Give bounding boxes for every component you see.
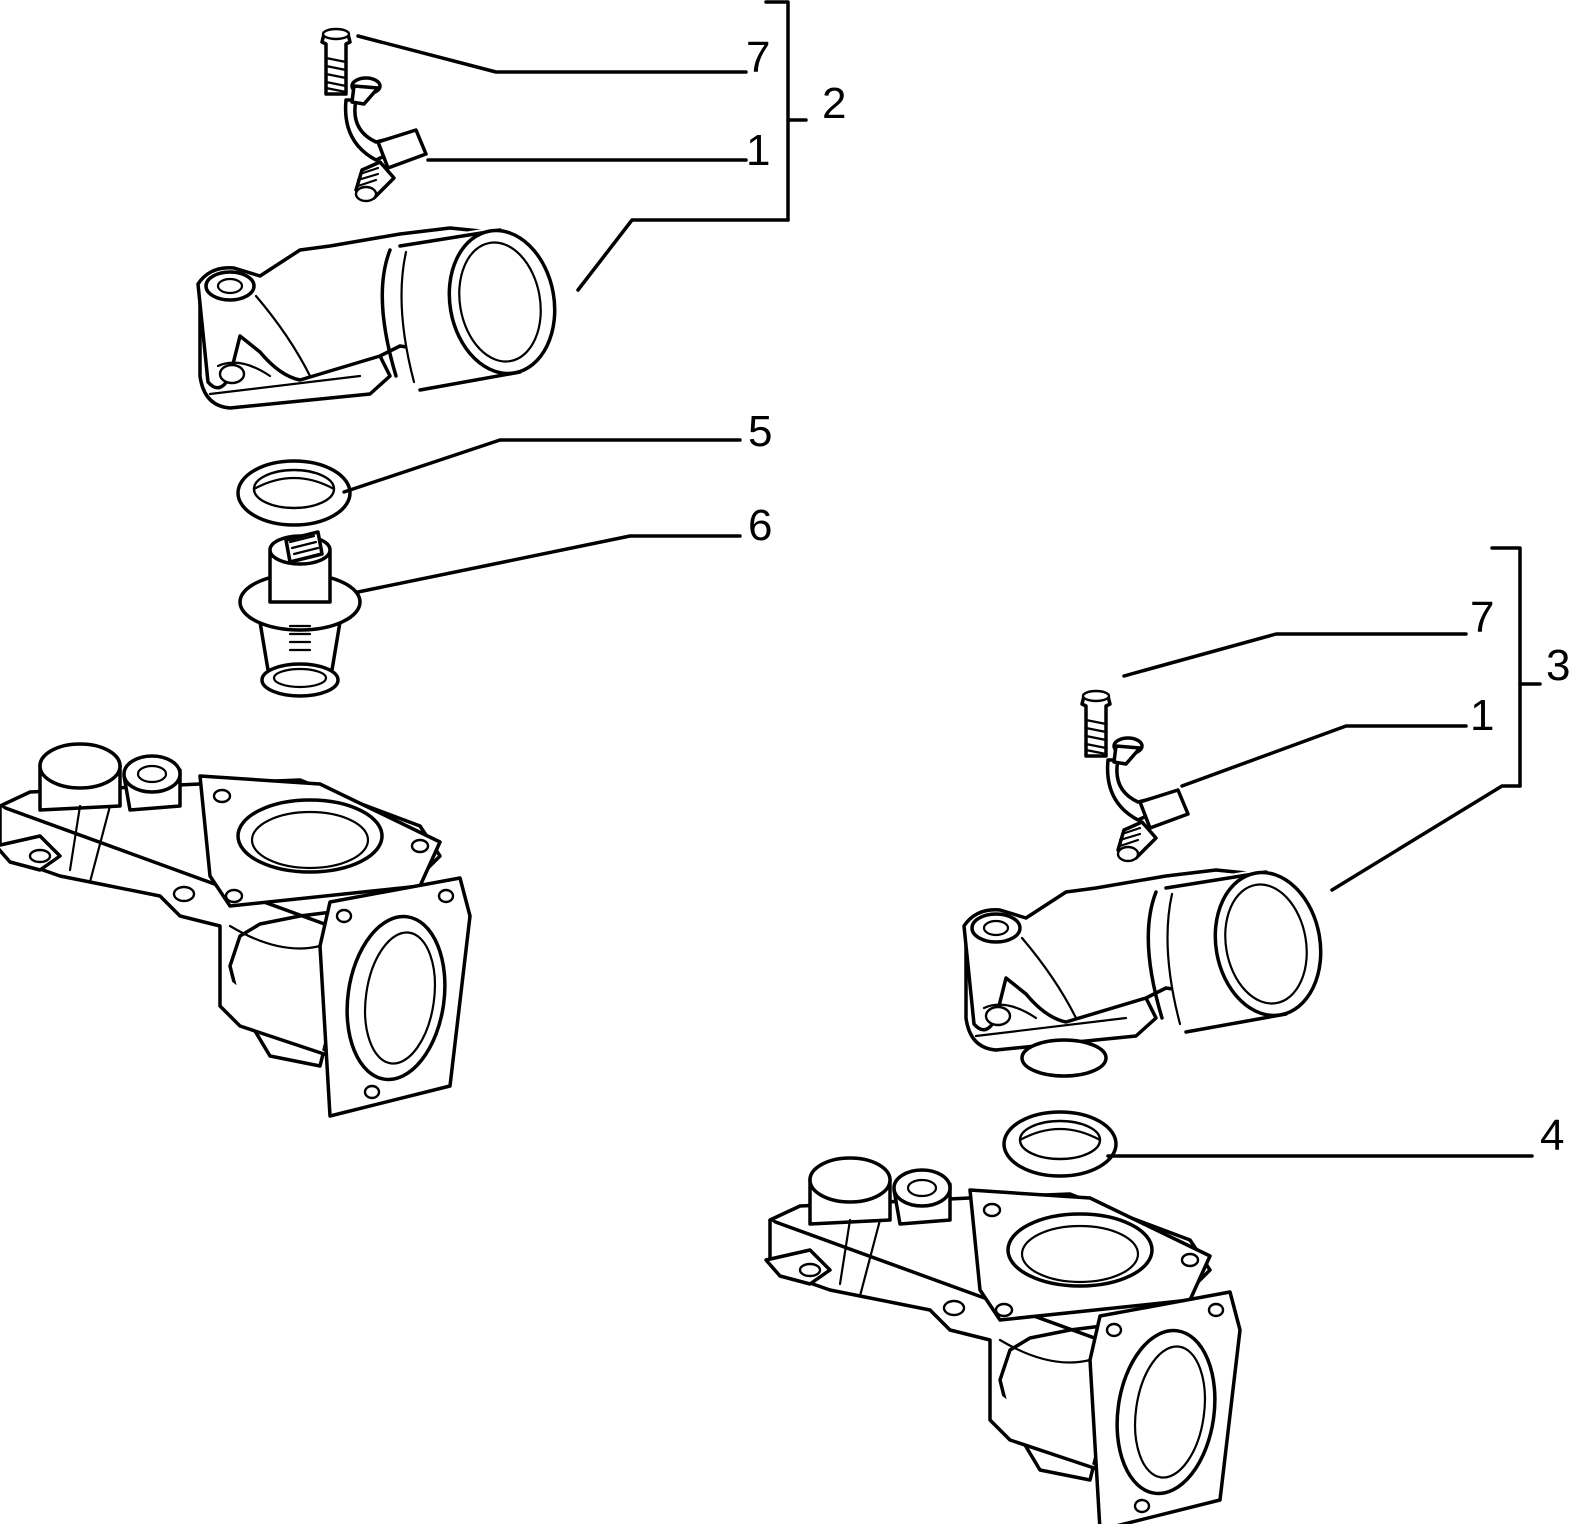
right-fitting-part: [1105, 736, 1190, 863]
callout-top-group: 2: [822, 79, 846, 128]
callout-right-seal: 4: [1540, 1111, 1564, 1160]
callout-labels: 7 1 2 5 6 7 1 3 4: [746, 33, 1570, 1160]
right-housing-part: [764, 1156, 1242, 1524]
callout-top-fitting: 1: [746, 126, 770, 175]
callout-right-bolt: 7: [1470, 593, 1494, 642]
right-assembly: [764, 689, 1334, 1524]
thermostat-part: [238, 530, 362, 698]
left-housing-part: [0, 742, 472, 1118]
callout-top-bolt: 7: [746, 33, 770, 82]
top-seal-part: [236, 459, 352, 527]
callout-thermostat: 6: [748, 501, 772, 550]
top-fitting-part: [343, 76, 428, 203]
right-bolt-part: [1080, 689, 1112, 758]
callout-right-fitting: 1: [1470, 691, 1494, 740]
callout-right-group: 3: [1546, 641, 1570, 690]
callout-top-seal: 5: [748, 407, 772, 456]
right-cover-o-ring: [1020, 1038, 1108, 1078]
top-assembly: [0, 27, 568, 1118]
right-seal-part: [1002, 1110, 1118, 1178]
top-bolt-part: [320, 27, 352, 96]
top-cover-part: [196, 220, 568, 410]
right-cover-part: [962, 862, 1334, 1052]
leader-lines: [342, 0, 1542, 1158]
